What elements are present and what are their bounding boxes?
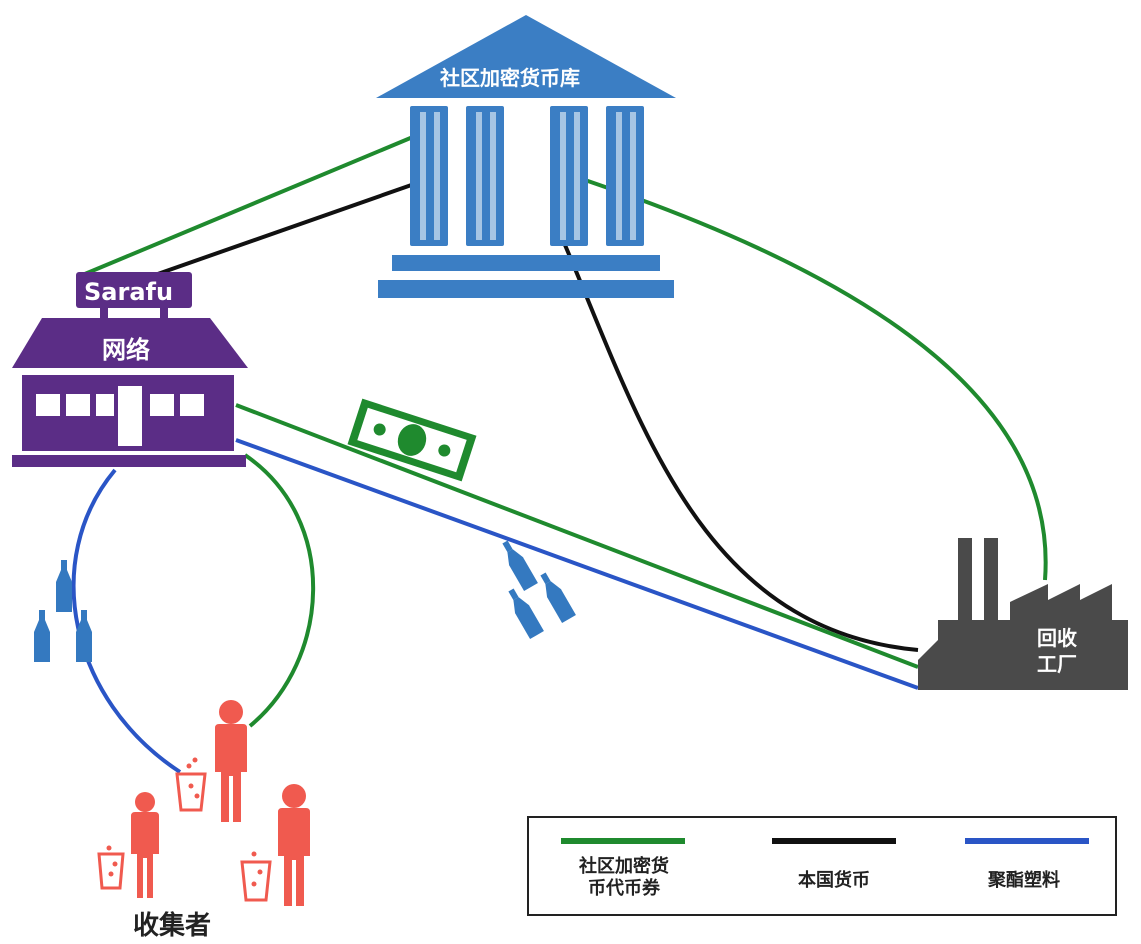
bottle-icon: [34, 540, 576, 662]
legend-swatch-fiat: [772, 838, 896, 844]
factory-label-line2: 工厂: [1037, 652, 1077, 676]
sarafu-label: Sarafu: [84, 278, 174, 306]
legend-label-crypto: 社区加密货 币代币券: [579, 856, 669, 899]
legend-swatch-plastic: [965, 838, 1089, 844]
fiat-line-bank-factory: [563, 244, 919, 652]
legend-item-crypto: 社区加密货 币代币券: [539, 818, 709, 914]
money-bill-icon: [347, 398, 477, 482]
crypto-line-network-collectors: [243, 453, 316, 728]
plastic-line-collectors-network: [71, 468, 182, 774]
legend-item-plastic: 聚酯塑料: [939, 818, 1109, 914]
plastic-line-network-factory: [235, 438, 919, 690]
factory-label: 回收 工厂: [1030, 625, 1084, 677]
bank-label: 社区加密货币库: [440, 66, 580, 90]
collector-icon: [97, 700, 310, 906]
crypto-line-bank-factory: [584, 178, 1048, 581]
crypto-line-network-bank: [79, 132, 421, 278]
fiat-line-network-bank: [151, 180, 421, 278]
collectors-label: 收集者: [133, 911, 212, 941]
legend: 社区加密货 币代币券 本国货币 聚酯塑料: [527, 816, 1117, 916]
recycling-factory-icon: [918, 538, 1128, 690]
factory-label-line1: 回收: [1037, 626, 1077, 650]
legend-label-fiat: 本国货币: [798, 870, 870, 891]
legend-swatch-crypto: [561, 838, 685, 844]
legend-label-plastic: 聚酯塑料: [988, 870, 1060, 891]
network-label: 网络: [102, 336, 150, 364]
legend-item-fiat: 本国货币: [749, 818, 919, 914]
crypto-line-network-factory: [235, 403, 919, 669]
